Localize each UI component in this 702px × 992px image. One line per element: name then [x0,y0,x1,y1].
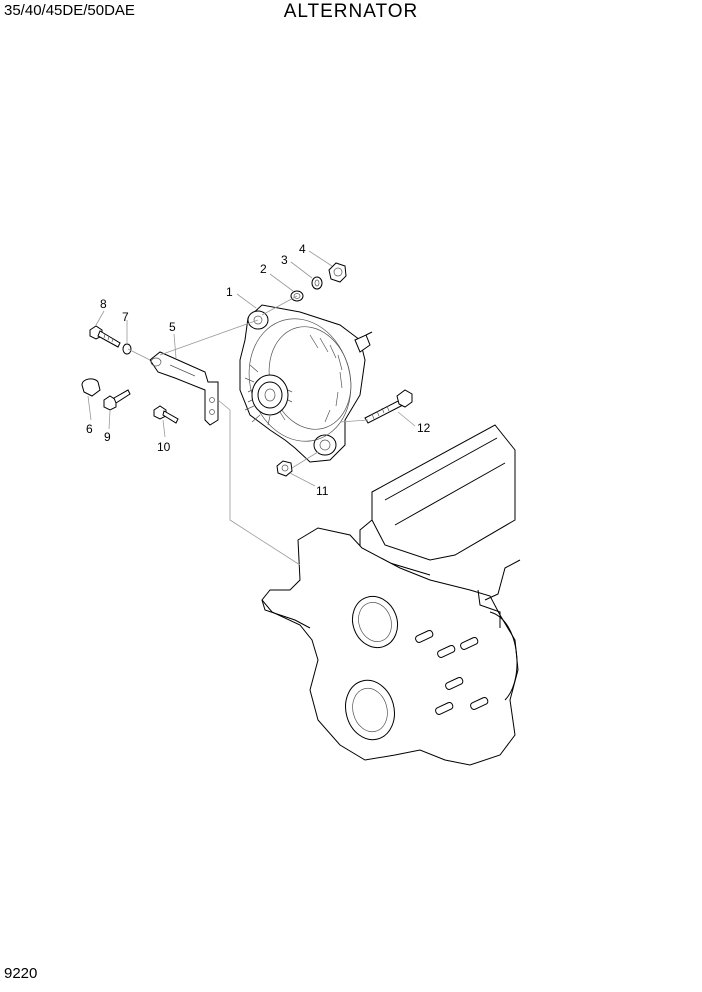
callout-2: 2 [260,262,267,276]
nut-4 [328,262,347,283]
alternator [239,304,373,463]
callout-7: 7 [122,310,129,324]
callout-1: 1 [226,285,233,299]
callout-9: 9 [104,430,111,444]
page-title: ALTERNATOR [283,1,419,22]
callout-6: 6 [86,422,93,436]
nut-11 [276,460,293,477]
bolt-10 [153,405,179,424]
adjusting-bracket [149,351,219,426]
cap-6 [81,378,101,397]
callout-10: 10 [157,440,171,454]
callout-8: 8 [100,297,107,311]
callout-11: 11 [316,484,329,498]
washer-3 [311,276,323,290]
bolt-9 [103,389,131,411]
washer-7 [122,343,132,355]
callout-3: 3 [281,253,288,267]
bolt-12 [364,389,413,424]
callout-5: 5 [169,320,176,334]
engine-block [261,424,521,766]
assembly-lines [127,295,369,566]
model-label: 35/40/45DE/50DAE [4,2,135,19]
bolt-8 [89,325,121,348]
callout-12: 12 [417,421,431,435]
callout-4: 4 [299,242,306,256]
page-number: 9220 [4,965,38,982]
callout-labels: 1 2 3 4 5 6 7 8 9 10 11 12 [86,242,431,498]
